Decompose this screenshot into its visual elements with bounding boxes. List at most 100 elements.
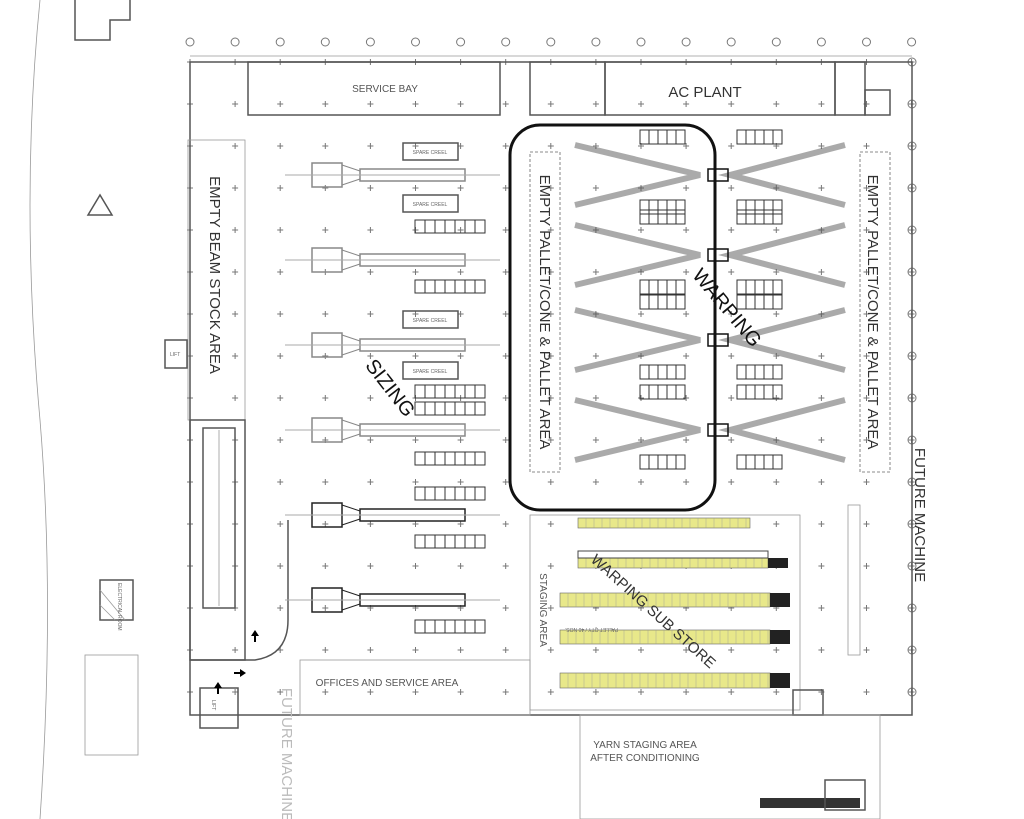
- spare-creel-box: [402, 194, 459, 213]
- column-marker: [728, 437, 735, 443]
- staging-area-label: STAGING AREA: [537, 573, 548, 647]
- warping-creel-left: [574, 142, 701, 208]
- column-marker: [728, 143, 735, 149]
- column-marker: [277, 605, 284, 611]
- beam-stock-bay: [189, 419, 246, 661]
- spare-creel-label: SPARE CREEL: [413, 150, 448, 156]
- empty-pallet-area-left: [529, 151, 561, 473]
- creel-rack: [414, 451, 486, 466]
- column-marker: [457, 185, 464, 191]
- column-marker: [502, 143, 509, 149]
- column-marker: [818, 647, 825, 653]
- yarn-staging-label-1: YARN STAGING AREA: [593, 740, 697, 751]
- column-marker: [277, 311, 284, 317]
- pallet-rack: [736, 199, 783, 215]
- column-marker: [322, 101, 329, 107]
- electrical-room-label: ELECTRICAL ROOM: [116, 583, 122, 631]
- column-marker: [683, 143, 690, 149]
- creel-rack: [414, 486, 486, 501]
- column-marker: [502, 479, 509, 485]
- column-marker: [457, 521, 464, 527]
- column-marker: [457, 563, 464, 569]
- column-marker: [412, 101, 419, 107]
- column-marker: [863, 605, 870, 611]
- warping-sub-store-area: [529, 514, 801, 711]
- column-marker: [412, 689, 419, 695]
- column-marker: [592, 101, 599, 107]
- warping-creel-right: [718, 397, 846, 463]
- column-marker: [818, 353, 825, 359]
- grid-bubble: [456, 37, 466, 47]
- yarn-staging-label-2: AFTER CONDITIONING: [590, 753, 700, 764]
- warping-creel-right: [718, 307, 846, 373]
- column-marker: [592, 353, 599, 359]
- column-marker: [277, 521, 284, 527]
- column-marker: [547, 227, 554, 233]
- empty-pallet-area-right: [859, 151, 891, 473]
- pallet-rack: [736, 364, 783, 380]
- column-marker: [773, 479, 780, 485]
- column-marker: [502, 437, 509, 443]
- column-marker: [818, 185, 825, 191]
- adjacent-building: [74, 0, 131, 41]
- machine-head: [824, 779, 866, 811]
- pallet-rack: [736, 209, 783, 225]
- pallet-rows: [559, 517, 790, 689]
- column-marker: [638, 227, 644, 233]
- creel-rack: [414, 619, 486, 634]
- column-marker: [547, 101, 554, 107]
- column-marker: [547, 353, 554, 359]
- spare-creel-box: [402, 361, 459, 380]
- column-marker: [502, 101, 509, 107]
- column-marker: [367, 647, 374, 653]
- column-marker: [683, 395, 690, 401]
- column-marker: [818, 143, 825, 149]
- column-marker: [502, 311, 509, 317]
- warping-sub-store-label: WARPING SUB STORE: [587, 551, 719, 672]
- column-marker: [683, 101, 690, 107]
- hatch: [99, 589, 126, 621]
- pallet-rack: [639, 129, 686, 145]
- pallet-rack: [736, 454, 783, 470]
- column-marker: [277, 479, 284, 485]
- column-marker: [322, 395, 329, 401]
- creel-rack: [414, 219, 486, 234]
- offices-area: [299, 659, 531, 716]
- sizing-label: SIZING: [361, 355, 419, 421]
- column-marker: [322, 647, 329, 653]
- pallet-rack: [736, 294, 783, 310]
- warping-creel-right: [718, 222, 846, 288]
- column-marker: [322, 563, 329, 569]
- column-marker: [863, 227, 870, 233]
- spare-creel-box: [402, 142, 459, 161]
- column-marker: [773, 101, 780, 107]
- creel-rack: [414, 384, 486, 399]
- column-marker: [412, 185, 419, 191]
- column-marker: [277, 269, 284, 275]
- column-marker: [367, 353, 374, 359]
- column-marker: [502, 227, 509, 233]
- staircase: [864, 89, 891, 116]
- pallet-rack: [639, 384, 686, 400]
- room-small: [529, 61, 606, 116]
- grid-bubble: [230, 37, 240, 47]
- column-marker: [773, 311, 780, 317]
- creel-rack: [414, 534, 486, 549]
- column-marker: [863, 143, 870, 149]
- warping-head: [707, 168, 729, 182]
- column-marker: [728, 689, 735, 695]
- column-marker: [412, 269, 419, 275]
- column-marker: [818, 269, 825, 275]
- column-marker: [818, 101, 825, 107]
- grid-bubble: [681, 37, 691, 47]
- room-narrow: [834, 61, 866, 116]
- column-marker: [322, 479, 329, 485]
- column-marker: [547, 185, 554, 191]
- column-marker: [773, 227, 780, 233]
- column-marker: [863, 353, 870, 359]
- service-bay-label: SERVICE BAY: [352, 84, 418, 95]
- warping-creel-left: [574, 307, 701, 373]
- column-marker: [502, 689, 509, 695]
- warping-creel-left: [574, 397, 701, 463]
- empty-pallet-right-label: EMPTY PALLET/CONE & PALLET AREA: [864, 175, 881, 450]
